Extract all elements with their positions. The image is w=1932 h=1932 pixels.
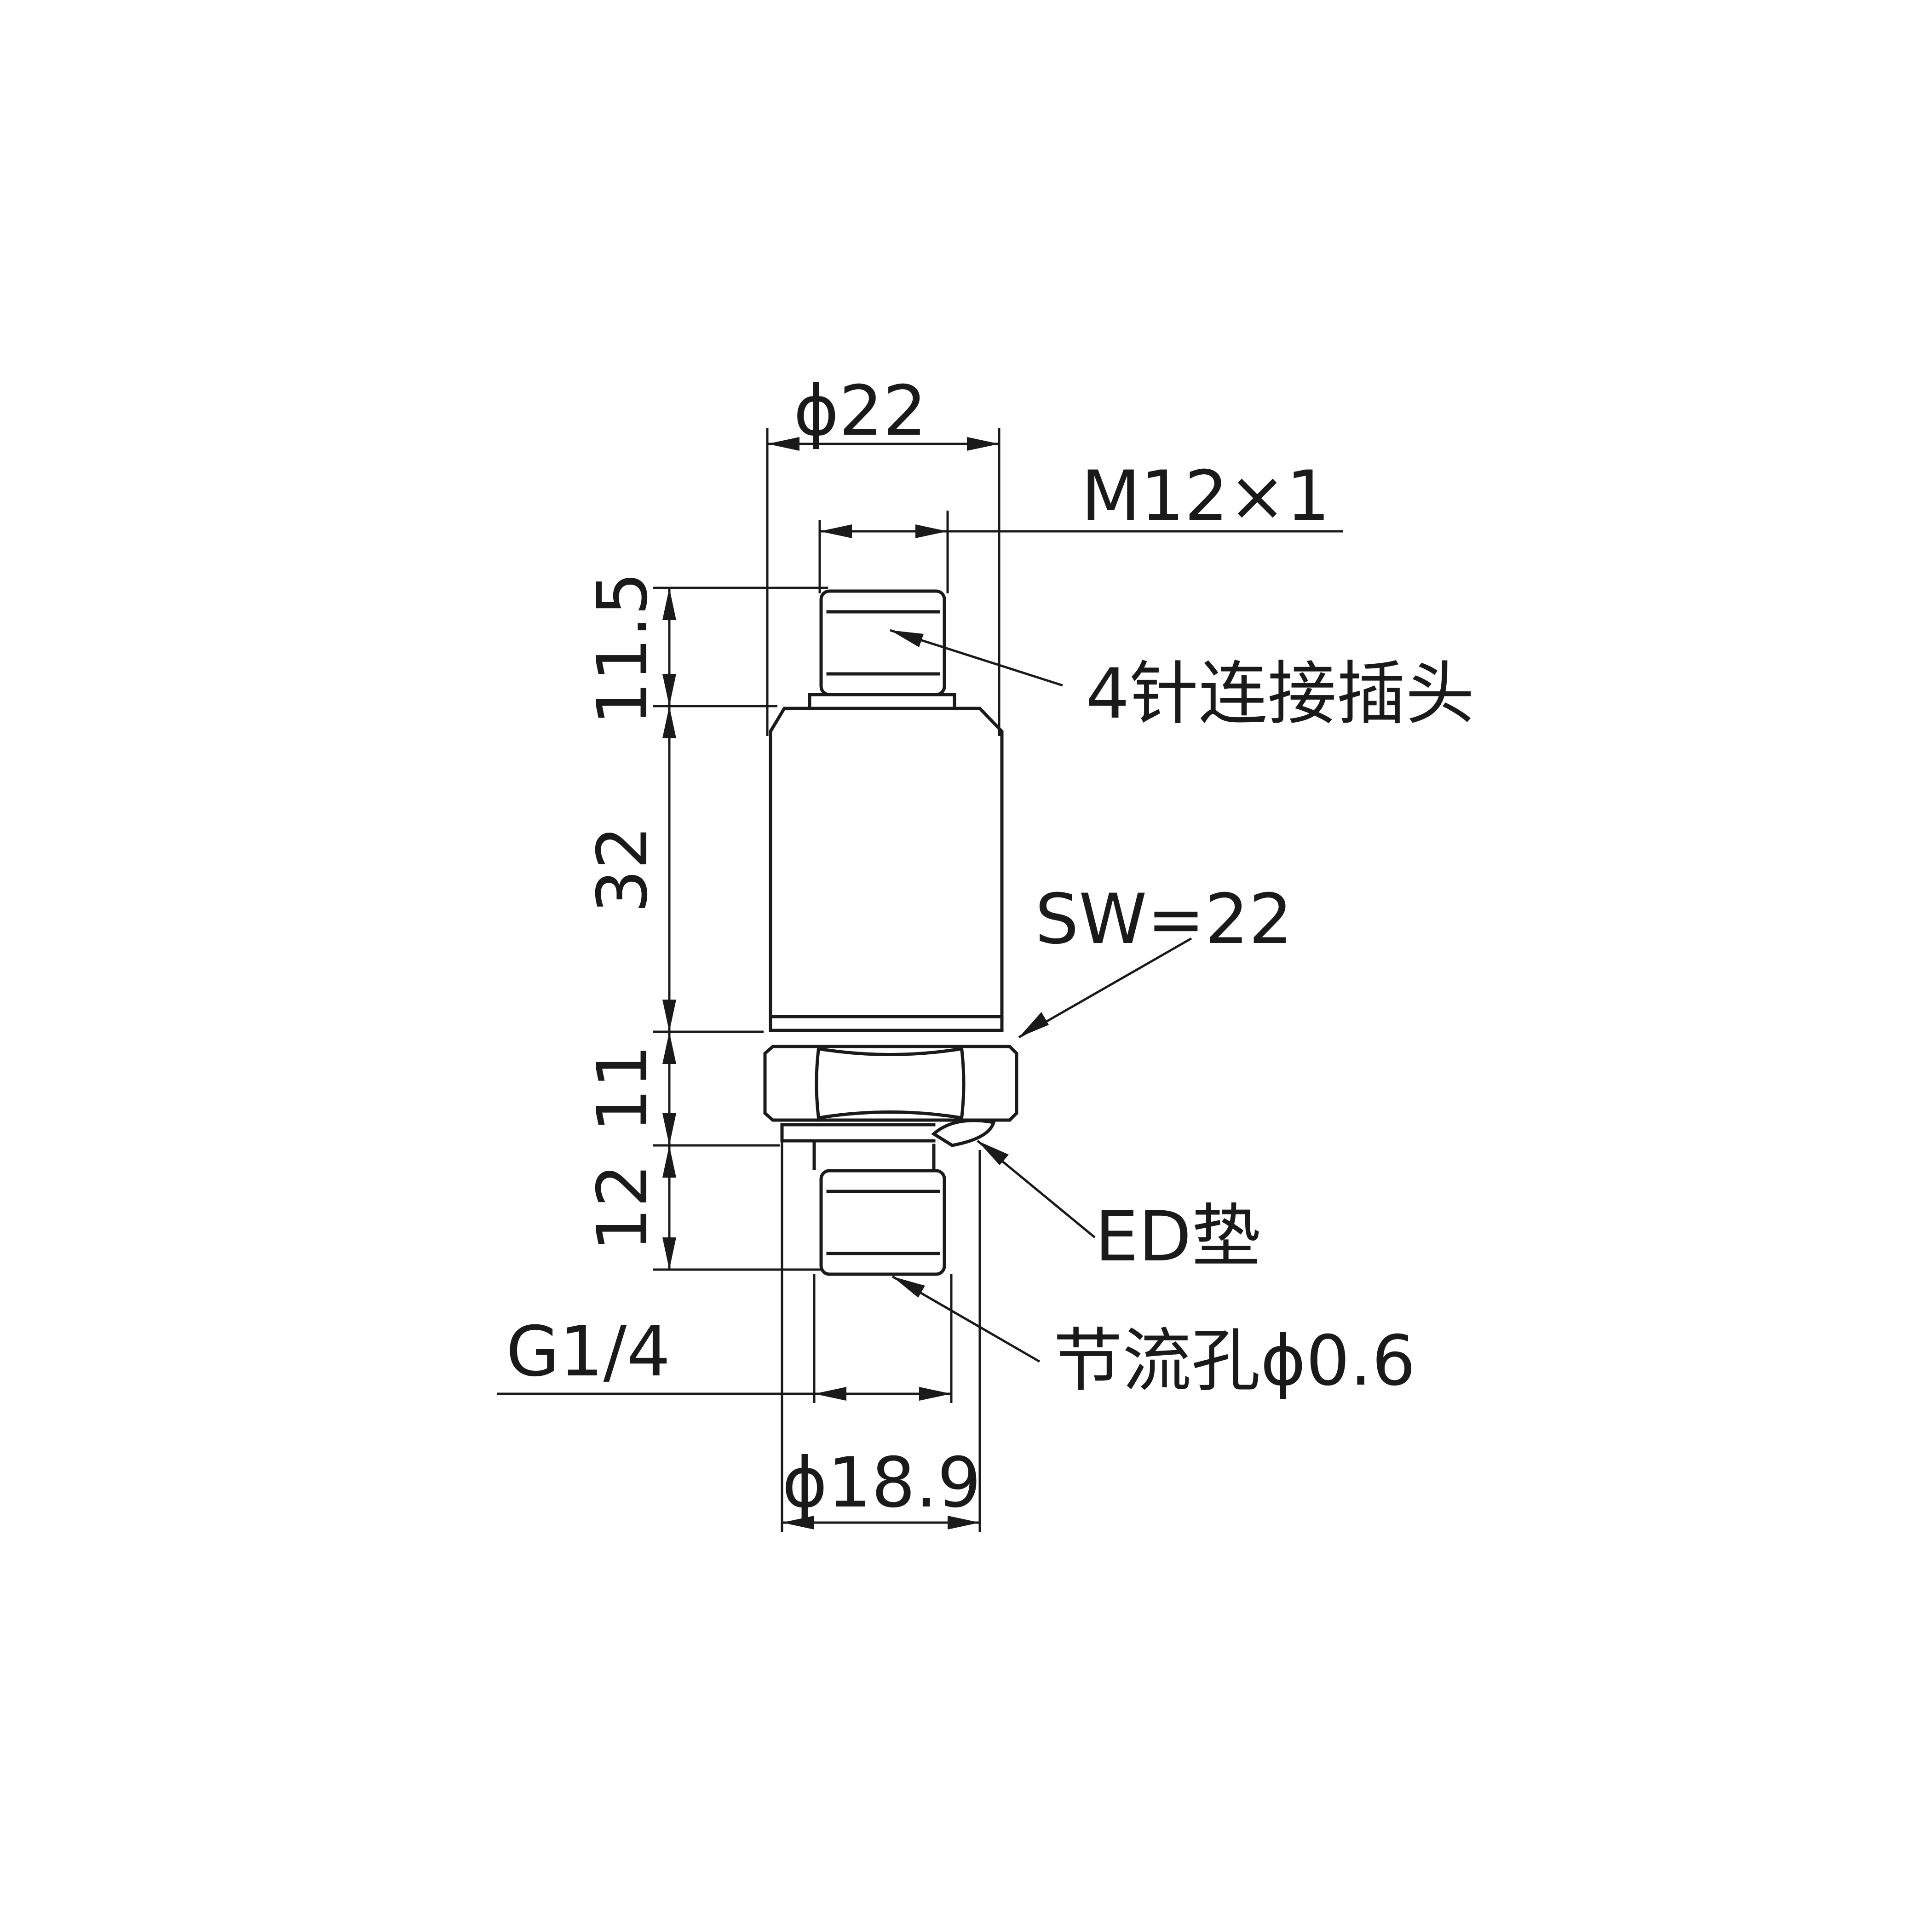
dim-value-hex-height: 11 <box>583 1045 663 1133</box>
arrow-head <box>662 674 676 706</box>
process-thread-body <box>819 1169 946 1276</box>
connector-plug <box>808 589 956 708</box>
hex-nut <box>763 1045 1018 1122</box>
label-dia-top: ϕ22 <box>794 371 927 451</box>
arrow-head <box>662 1000 676 1032</box>
hex-nut-outline <box>763 1045 1018 1122</box>
arrow-head <box>782 1516 814 1530</box>
label-gasket: ED垫 <box>1095 1197 1260 1277</box>
arrow-head <box>662 1032 676 1064</box>
arrow-head <box>662 1145 676 1178</box>
arrow-head <box>820 524 852 538</box>
arrow-head <box>662 706 676 738</box>
dim-value-body-height: 32 <box>583 826 663 914</box>
dimension-lines <box>497 437 1343 1530</box>
hex-facet-right <box>960 1045 966 1122</box>
hex-chamfer-bottom <box>816 1110 964 1120</box>
arrow-head <box>915 524 948 538</box>
arrow-head <box>967 437 999 451</box>
leader-lines <box>890 629 1192 1363</box>
arrow-head <box>948 1516 980 1530</box>
label-dia-bottom: ϕ18.9 <box>782 1443 981 1523</box>
hex-chamfer-top <box>816 1046 964 1056</box>
label-wrench: SW=22 <box>1035 880 1293 960</box>
arrow-head <box>892 1276 925 1298</box>
arrow-head <box>1019 1012 1049 1037</box>
arrow-head <box>890 630 924 647</box>
process-thread <box>819 1169 946 1276</box>
arrow-head <box>978 1141 1009 1165</box>
extension-lines <box>653 428 1000 1532</box>
label-thread-top: M12×1 <box>1081 456 1330 536</box>
arrow-head <box>662 1237 676 1270</box>
arrow-head <box>919 1387 951 1401</box>
dim-value-connector-height: 11.5 <box>583 572 663 725</box>
label-connector: 4针连接插头 <box>1086 654 1474 734</box>
dim-value-thread-height: 12 <box>583 1164 663 1252</box>
housing-body <box>769 707 1004 1032</box>
arrow-head <box>662 1113 676 1145</box>
arrow-head <box>814 1387 846 1401</box>
arrow-head <box>767 437 799 451</box>
ed-gasket-shape <box>931 1119 996 1147</box>
hex-facet-left <box>815 1045 821 1122</box>
leader-wrench <box>1018 937 1192 1039</box>
sensor-outline <box>763 589 1018 1276</box>
label-thread-bottom: G1/4 <box>506 1312 671 1392</box>
label-orifice: 节流孔ϕ0.6 <box>1053 1321 1416 1401</box>
arrow-head <box>662 588 676 620</box>
labels: ϕ22 M12×1 4针连接插头 SW=22 ED垫 节流孔ϕ0.6 G1/4 … <box>506 371 1474 1523</box>
